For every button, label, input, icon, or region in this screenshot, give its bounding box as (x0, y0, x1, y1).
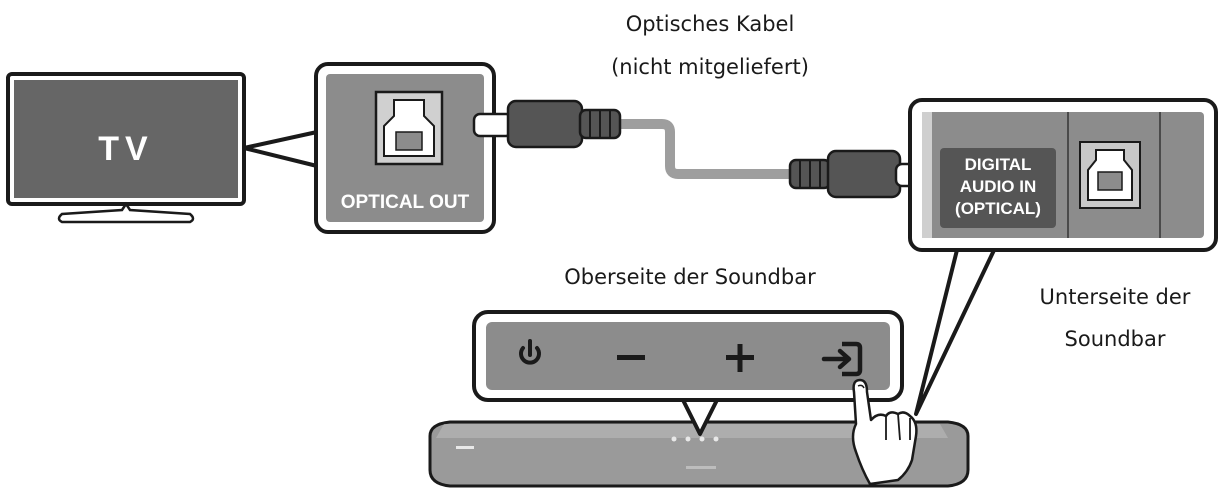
soundbar-top-callout (472, 310, 904, 436)
optical-out-label: OPTICAL OUT (341, 192, 470, 213)
digital-audio-label-line1: DIGITAL (965, 155, 1032, 174)
optical-cable (472, 99, 934, 199)
plug-tip-left (472, 112, 514, 138)
soundbar-logo (456, 446, 474, 449)
hand-icon (851, 378, 918, 486)
plus-icon[interactable] (726, 344, 754, 372)
tv-stand (57, 201, 195, 224)
cable-caption-line1: Optisches Kabel (625, 12, 795, 36)
soundbar-bottom-caption-line1: Unterseite der (1039, 285, 1191, 309)
plug-body-left (506, 99, 584, 149)
digital-audio-label-line3: (OPTICAL) (955, 199, 1041, 218)
tv-screen (14, 80, 238, 198)
source-input-icon[interactable] (821, 341, 863, 377)
callout-pointer (242, 130, 319, 168)
digital-audio-label-plate (940, 148, 1056, 228)
callout-pointer-bottom (914, 244, 998, 416)
tv-label: TV (98, 130, 153, 168)
cable-caption-line2: (nicht mitgeliefert) (611, 55, 809, 79)
button-panel (486, 322, 890, 390)
soundbar (428, 420, 970, 488)
digital-audio-label-line2: AUDIO IN (960, 177, 1037, 196)
power-icon[interactable] (519, 339, 541, 365)
tv-optical-callout: OPTICAL OUT (242, 62, 496, 234)
optical-port-jack (395, 131, 423, 151)
soundbar-bottom-callout: DIGITAL AUDIO IN (OPTICAL) (908, 98, 1218, 416)
minus-icon[interactable] (617, 355, 645, 360)
soundbar-top-caption: Oberseite der Soundbar (564, 265, 816, 289)
plug-body-right (826, 149, 902, 199)
cable-wire (615, 119, 795, 179)
tv: TV (6, 72, 246, 224)
cable-plug-left (472, 99, 622, 149)
digital-audio-port-jack (1097, 171, 1123, 191)
soundbar-bottom-caption-line2: Soundbar (1064, 327, 1166, 351)
